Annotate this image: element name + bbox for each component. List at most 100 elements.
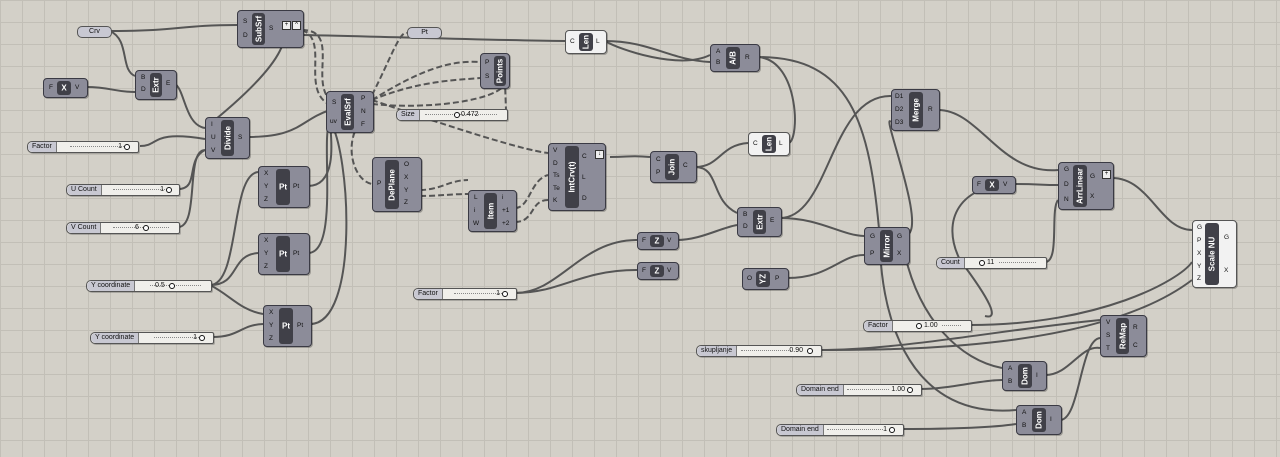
input-d2[interactable]: D2	[895, 106, 904, 113]
len-component-2[interactable]: C Len L	[748, 132, 790, 156]
yz-plane-component[interactable]: O YZ P	[742, 268, 789, 290]
input-y[interactable]: Y	[264, 183, 269, 190]
output-x[interactable]: X	[897, 250, 902, 257]
len-component-1[interactable]: C Len L	[565, 30, 607, 54]
pt-component-1[interactable]: X Y Z Pt Pt	[258, 166, 310, 208]
input-g[interactable]: G	[1064, 166, 1070, 173]
input-x[interactable]: X	[264, 170, 269, 177]
deplane-component[interactable]: P DePlane O X Y Z	[372, 157, 422, 212]
input-v[interactable]: V	[553, 147, 558, 154]
evalsrf-component[interactable]: S uv EvalSrf P N F	[326, 91, 374, 133]
input-z[interactable]: Z	[269, 335, 273, 342]
output-i[interactable]: i	[502, 194, 504, 201]
output-pt[interactable]: Pt	[293, 250, 300, 257]
input-g[interactable]: G	[1197, 224, 1203, 231]
output-v[interactable]: V	[1003, 181, 1008, 188]
factor-slider-3[interactable]: Factor 1.00	[863, 320, 972, 332]
input-z[interactable]: Z	[264, 196, 268, 203]
input-a[interactable]: A	[1022, 409, 1027, 416]
input-i[interactable]: i	[474, 207, 476, 214]
output-g[interactable]: G	[897, 233, 903, 240]
input-te[interactable]: Te	[553, 185, 560, 192]
input-y[interactable]: Y	[264, 250, 269, 257]
extr-component[interactable]: B D Extr E	[135, 70, 177, 100]
input-s[interactable]: S	[243, 18, 248, 25]
input-f[interactable]: F	[642, 237, 646, 244]
extr-component-2[interactable]: B D Extr E	[737, 207, 782, 237]
output-f[interactable]: F	[361, 121, 365, 128]
input-f[interactable]: F	[977, 181, 981, 188]
output-n[interactable]: N	[361, 108, 366, 115]
join-component[interactable]: C P Join C	[650, 151, 697, 183]
divide-component[interactable]: I U V Divide S	[205, 117, 250, 159]
input-i[interactable]: I	[211, 121, 213, 128]
slider-knob[interactable]	[166, 187, 172, 193]
output-r[interactable]: R	[745, 54, 750, 61]
v-count-slider[interactable]: V Count 6	[66, 222, 180, 234]
slider-knob[interactable]	[143, 225, 149, 231]
merge-component[interactable]: D1 D2 D3 Merge R	[891, 89, 940, 131]
input-b[interactable]: B	[1022, 422, 1027, 429]
input-y[interactable]: Y	[269, 322, 274, 329]
crv-param[interactable]: Crv	[77, 26, 112, 38]
x-vector-component-2[interactable]: F X V	[972, 176, 1016, 194]
u-count-slider[interactable]: U Count 1	[66, 184, 180, 196]
pt-param[interactable]: Pt	[407, 27, 442, 39]
output-p[interactable]: P	[775, 275, 780, 282]
input-a[interactable]: A	[716, 48, 721, 55]
slider-knob[interactable]	[199, 335, 205, 341]
input-s[interactable]: S	[332, 99, 337, 106]
input-a[interactable]: A	[1008, 365, 1013, 372]
input-v[interactable]: V	[1106, 319, 1111, 326]
arrlinear-component[interactable]: G D N ArrLinear G X +	[1058, 162, 1114, 210]
input-s[interactable]: S	[485, 73, 490, 80]
pt-component-2[interactable]: X Y Z Pt Pt	[258, 233, 310, 275]
input-c[interactable]: C	[570, 38, 575, 45]
slider-knob[interactable]	[979, 260, 985, 266]
input-y[interactable]: Y	[1197, 263, 1202, 270]
input-x[interactable]: X	[264, 237, 269, 244]
output-e[interactable]: E	[166, 80, 171, 87]
input-u[interactable]: U	[211, 134, 216, 141]
input-p[interactable]: P	[1197, 237, 1202, 244]
input-d[interactable]: D	[1064, 181, 1069, 188]
y-coordinate-slider-1[interactable]: Y coordinate 0.5	[86, 280, 212, 292]
output-v[interactable]: V	[667, 237, 672, 244]
input-x[interactable]: X	[1197, 250, 1202, 257]
z-vector-component-2[interactable]: F Z V	[637, 262, 679, 280]
item-component[interactable]: L i W Item i +1 +2	[468, 190, 517, 232]
output-i[interactable]: I	[1036, 372, 1038, 379]
slider-knob[interactable]	[907, 387, 913, 393]
output-pt[interactable]: Pt	[297, 322, 304, 329]
expand-icon[interactable]: +	[282, 21, 291, 30]
input-b[interactable]: B	[141, 74, 146, 81]
mirror-component[interactable]: G P Mirror G X	[864, 227, 910, 265]
input-p[interactable]: P	[485, 59, 490, 66]
expand-icon[interactable]: ↓	[595, 150, 604, 159]
slider-knob[interactable]	[502, 291, 508, 297]
output-s[interactable]: S	[238, 134, 243, 141]
input-v[interactable]: V	[211, 147, 216, 154]
input-s[interactable]: S	[1106, 332, 1111, 339]
input-x[interactable]: X	[269, 309, 274, 316]
input-z[interactable]: Z	[264, 263, 268, 270]
domain-component-1[interactable]: A B Dom I	[1002, 361, 1047, 391]
output-v[interactable]: V	[667, 267, 672, 274]
expand-icon[interactable]: +	[1102, 170, 1111, 179]
domain-component-2[interactable]: A B Dom I	[1016, 405, 1062, 435]
output-l[interactable]: L	[779, 140, 783, 147]
input-d1[interactable]: D1	[895, 93, 904, 100]
input-b[interactable]: B	[1008, 378, 1013, 385]
division-component[interactable]: A B A/B R	[710, 44, 760, 72]
output-r[interactable]: R	[928, 106, 933, 113]
input-g[interactable]: G	[870, 233, 876, 240]
output-plus1[interactable]: +1	[502, 207, 510, 214]
output-v[interactable]: V	[75, 84, 80, 91]
output-i[interactable]: I	[1050, 416, 1052, 423]
input-d3[interactable]: D3	[895, 119, 904, 126]
output-d[interactable]: D	[582, 195, 587, 202]
scale-nu-component[interactable]: G P X Y Z Scale NU G X	[1192, 220, 1237, 288]
remap-component[interactable]: V S T ReMap R C	[1100, 315, 1147, 357]
input-t[interactable]: T	[1106, 345, 1110, 352]
input-d[interactable]: D	[743, 223, 748, 230]
